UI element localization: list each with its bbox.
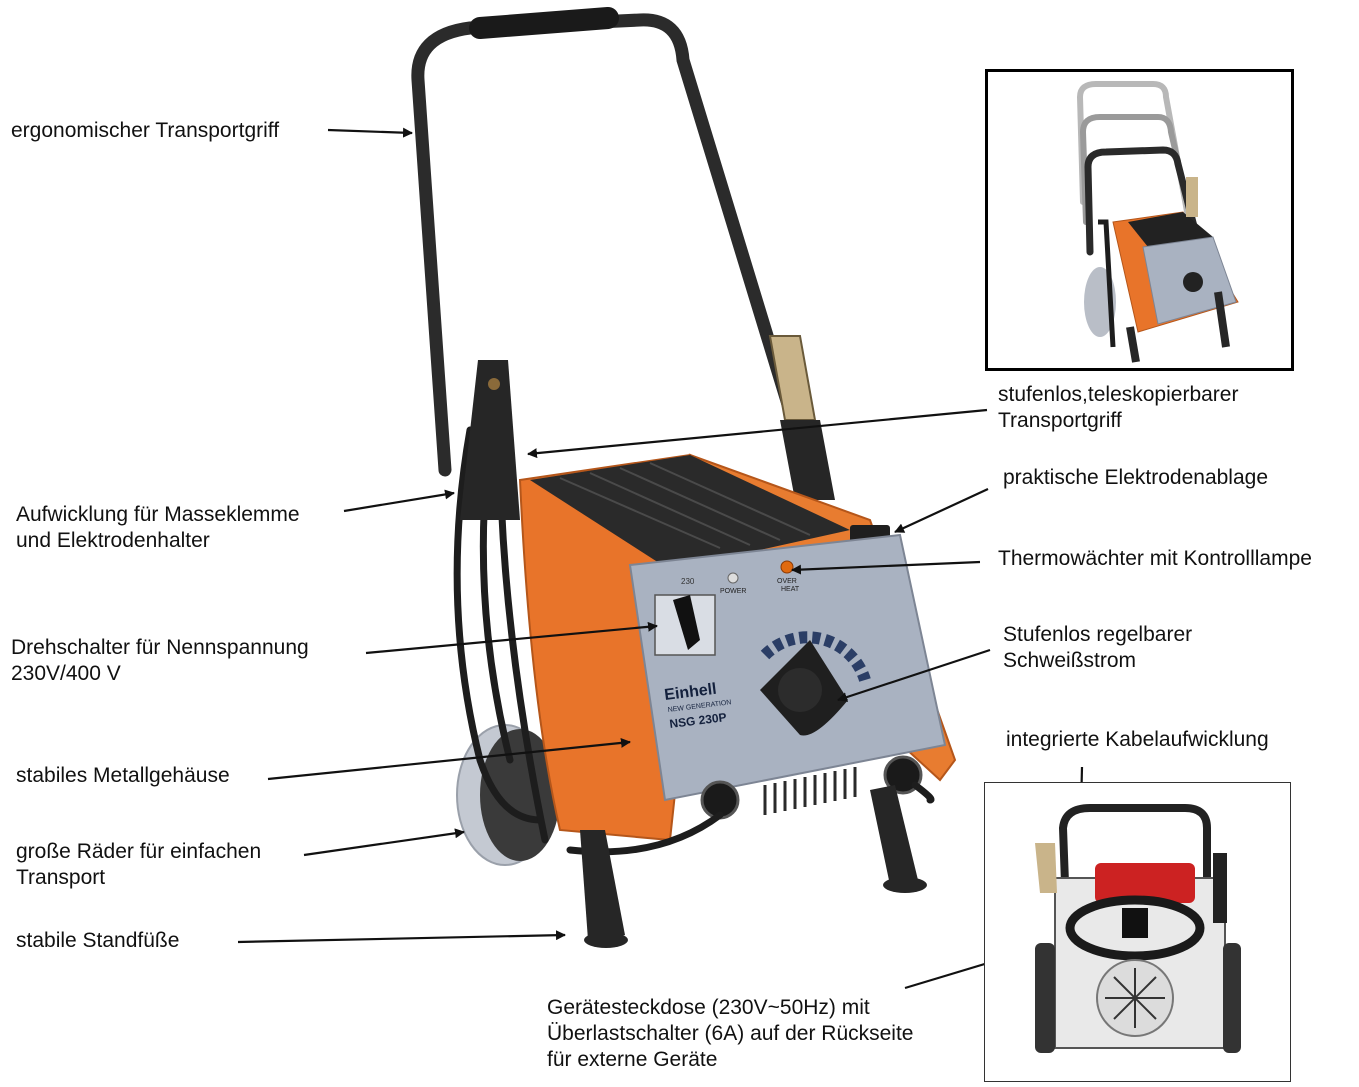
label-electrode-tray: praktische Elektrodenablage xyxy=(1003,466,1269,489)
front-panel: 230 Einhell NEW GENERATION NSG 230P POWE… xyxy=(628,533,947,820)
label-device-socket: Gerätesteckdose (230V~50Hz) mit Überlast… xyxy=(547,996,914,1071)
inset-back-illustration xyxy=(1035,804,1241,1053)
arrow-transportgriff xyxy=(327,127,413,138)
power-lamp xyxy=(727,572,739,584)
transport-handle xyxy=(411,7,815,477)
svg-text:230: 230 xyxy=(681,577,695,586)
overheat-lamp xyxy=(780,560,794,574)
inset-back-view xyxy=(984,782,1291,1082)
electrode-holder xyxy=(768,335,835,500)
label-metal-housing: stabiles Metallgehäuse xyxy=(16,764,230,787)
arrow-masseklemme xyxy=(343,489,455,513)
label-stand-feet: stabile Standfüße xyxy=(16,929,180,952)
arrow-teleskop xyxy=(527,408,988,459)
arrow-ablage xyxy=(894,488,989,533)
label-welding-current: Stufenlos regelbarer Schweißstrom xyxy=(1003,623,1193,672)
label-telescopic-handle: stufenlos,teleskopierbarer Transportgrif… xyxy=(998,383,1239,432)
arrow-gehaeuse xyxy=(267,737,631,781)
label-cable-winding: Aufwicklung für Masseklemme und Elektrod… xyxy=(16,503,300,552)
inset-telescopic-view xyxy=(985,69,1294,371)
model-name: NSG 230P xyxy=(669,710,728,731)
ground-clamp xyxy=(460,360,520,520)
arrow-standfuesse xyxy=(237,930,566,944)
inset-telescopic-illustration xyxy=(1076,81,1239,363)
label-rotary-switch: Drehschalter für Nennspannung 230V/400 V xyxy=(11,636,309,685)
label-ergonomic-handle: ergonomischer Transportgriff xyxy=(11,119,280,142)
arrow-raeder xyxy=(303,828,465,857)
label-large-wheels: große Räder für einfachen Transport xyxy=(16,840,262,889)
arrow-thermo xyxy=(791,560,981,575)
power-label: POWER xyxy=(720,588,746,595)
brand-logo: Einhell xyxy=(663,681,717,704)
stand-legs xyxy=(580,785,927,948)
arrow-drehschalter xyxy=(365,621,658,655)
label-thermal-guard: Thermowächter mit Kontrolllampe xyxy=(998,547,1312,570)
overheat-label-2: HEAT xyxy=(781,586,800,593)
label-cable-reel: integrierte Kabelaufwicklung xyxy=(1006,728,1269,751)
arrow-schweissstrom xyxy=(837,648,991,702)
overheat-label-1: OVER xyxy=(777,578,797,585)
